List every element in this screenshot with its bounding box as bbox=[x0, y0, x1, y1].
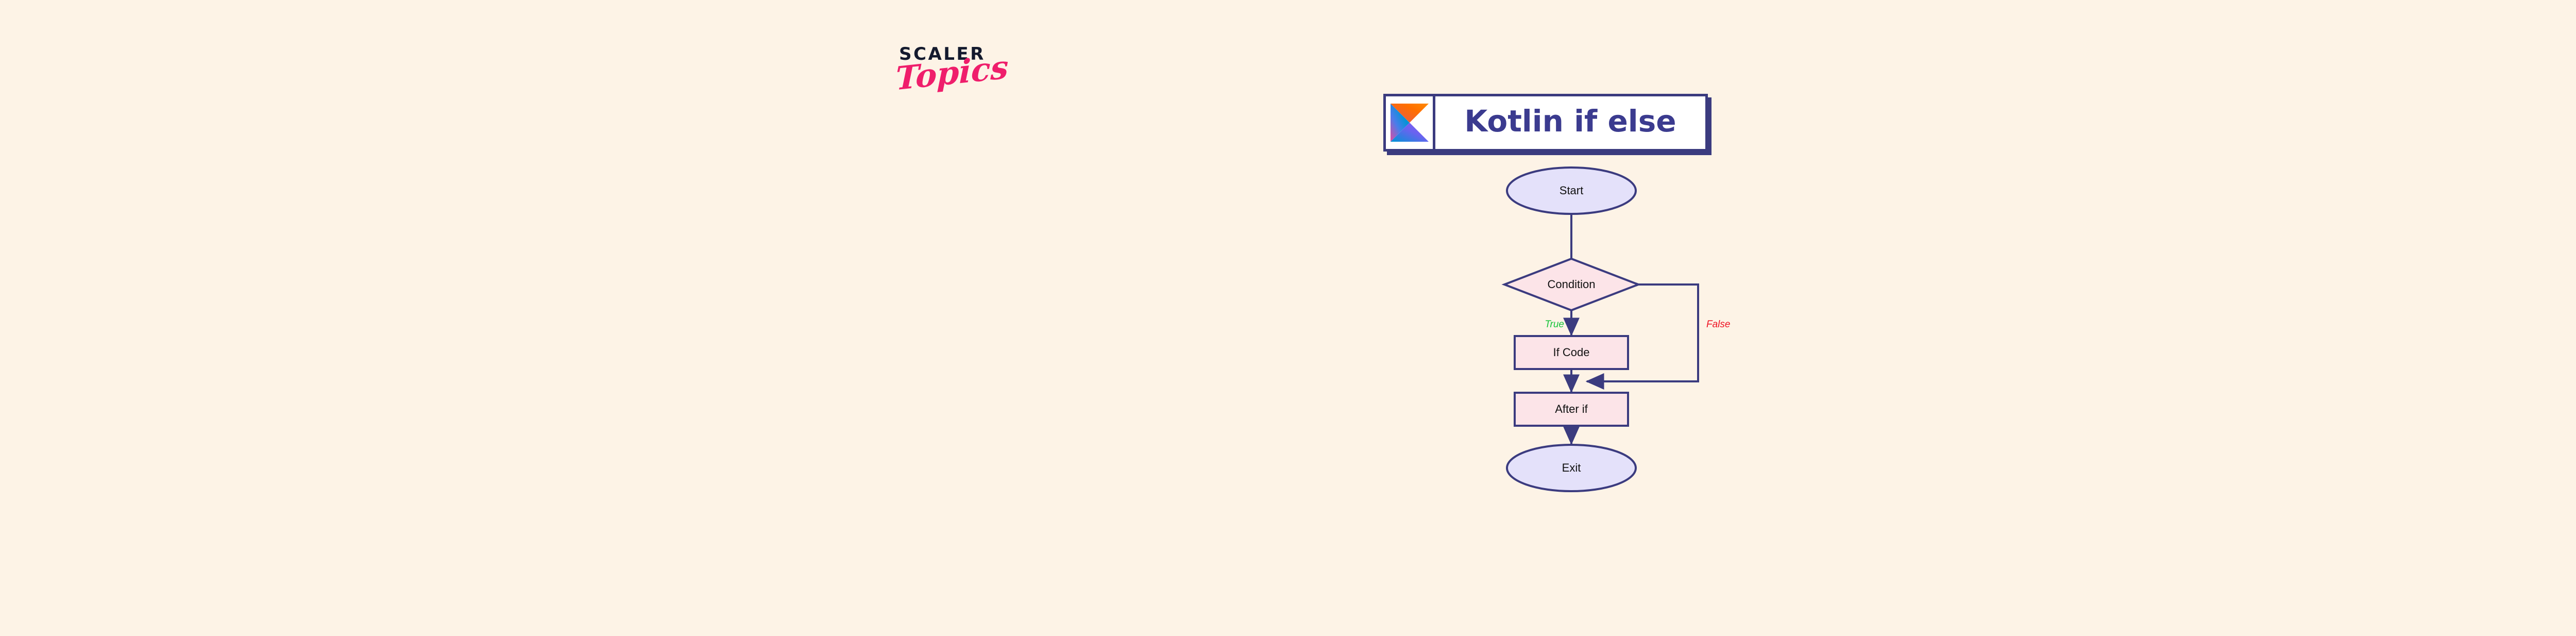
node-exit-label: Exit bbox=[1562, 461, 1581, 474]
page-title: Kotlin if else bbox=[1464, 104, 1676, 139]
scaler-topics-logo: SCALER Topics bbox=[895, 44, 1033, 123]
edge-false-branch bbox=[1585, 283, 1699, 390]
kotlin-logo-icon bbox=[1390, 104, 1429, 142]
kotlin-logo-cell bbox=[1386, 96, 1435, 149]
if-else-flowchart: Start Condition If Code After if Exit Tr… bbox=[1501, 166, 1730, 492]
node-if-code-label: If Code bbox=[1553, 346, 1590, 359]
node-start-label: Start bbox=[1560, 184, 1583, 197]
edge-label-false: False bbox=[1706, 319, 1730, 330]
node-exit[interactable] bbox=[1506, 444, 1637, 492]
node-after-if-label: After if bbox=[1555, 403, 1588, 415]
title-text-cell: Kotlin if else bbox=[1435, 96, 1705, 149]
node-if-code[interactable] bbox=[1514, 335, 1629, 370]
node-after-if[interactable] bbox=[1514, 392, 1629, 427]
title-banner: Kotlin if else bbox=[1383, 94, 1708, 152]
node-condition[interactable] bbox=[1501, 257, 1641, 312]
node-condition-label: Condition bbox=[1548, 278, 1596, 291]
node-start[interactable] bbox=[1506, 166, 1637, 215]
edge-label-true: True bbox=[1545, 319, 1564, 330]
brand-script-wordmark: Topics bbox=[895, 47, 1009, 98]
brand-wordmark: SCALER bbox=[899, 44, 986, 64]
